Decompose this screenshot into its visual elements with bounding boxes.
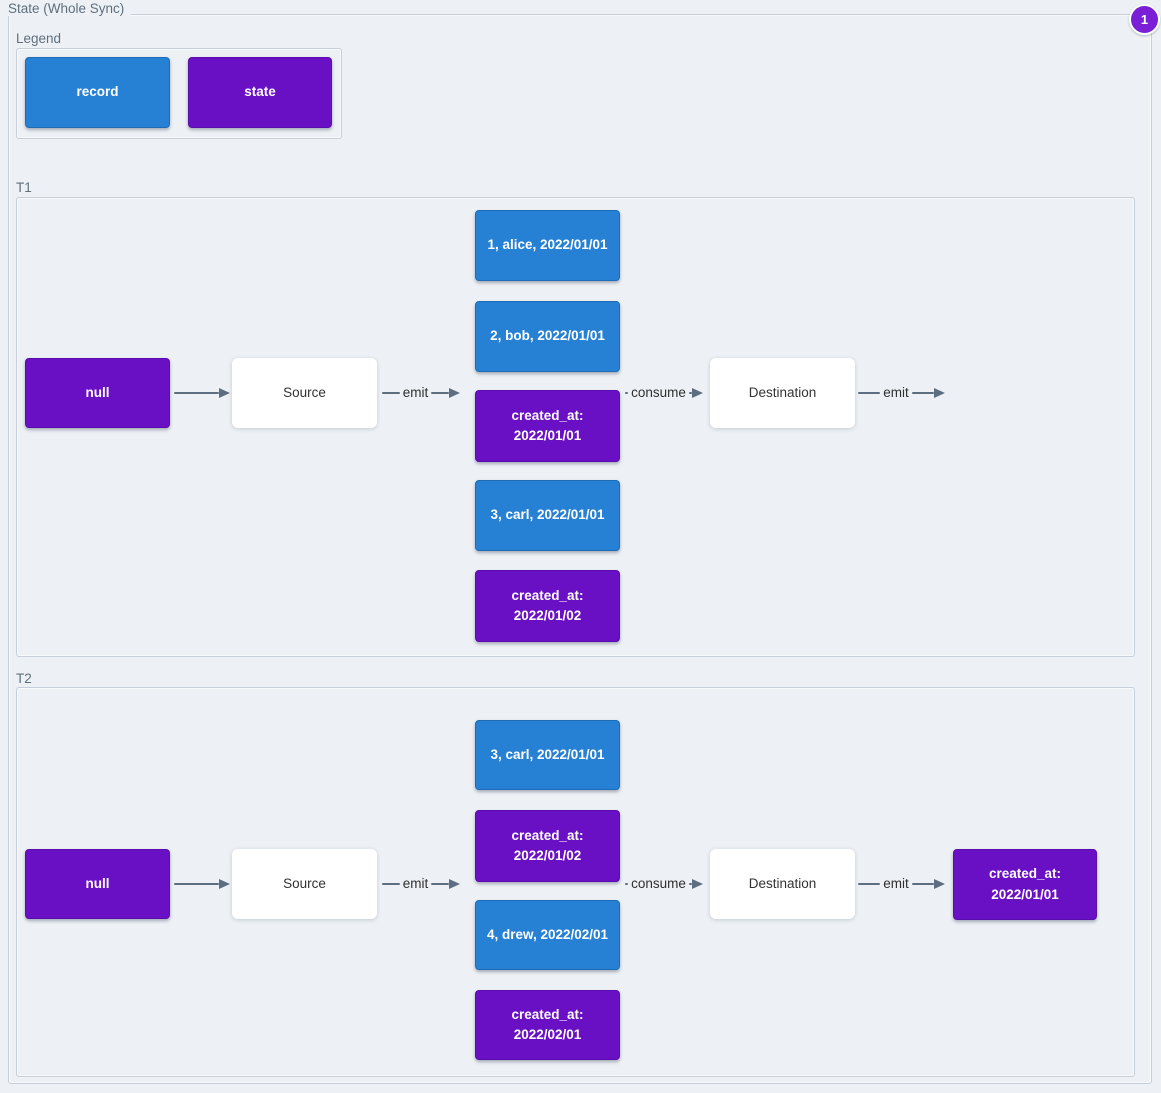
t1-record-0: 1, alice, 2022/01/01 [475,210,620,281]
arrow-line [382,883,400,885]
t2-record-1: created_at: 2022/01/02 [475,810,620,882]
t2-title: T2 [16,671,39,686]
arrow-line [431,392,450,394]
t2-consume-arrow: consume [625,876,703,891]
t1-destination-node: Destination [710,358,855,428]
arrow-head-icon [934,388,946,398]
t2-record-0: 3, carl, 2022/01/01 [475,720,620,790]
legend-group [16,48,342,139]
arrow-line [858,392,881,394]
arrow-head-icon [449,879,461,889]
t2-record-2: 4, drew, 2022/02/01 [475,900,620,970]
t2-destination-node: Destination [710,849,855,919]
annotation-badge[interactable]: 1 [1129,4,1160,35]
t1-emit-label: emit [402,385,429,400]
t1-null-node: null [25,358,170,428]
t2-null-node: null [25,849,170,919]
legend-title: Legend [16,31,69,46]
legend-state-node: state [188,57,332,128]
arrow-line [174,392,219,394]
arrow-line [911,883,935,885]
t2-emit-out-arrow: emit [858,876,946,891]
t1-title: T1 [16,180,39,195]
t1-source-node: Source [232,358,377,428]
t1-emit-out-arrow: emit [858,385,946,400]
arrow-head-icon [449,388,461,398]
arrow-head-icon [692,879,703,889]
t2-emitted-state-node: created_at: 2022/01/01 [953,849,1097,920]
legend-record-node: record [25,57,170,128]
t1-emit-arrow: emit [382,385,461,400]
t2-emit-label: emit [402,876,429,891]
arrow-head-icon [934,879,946,889]
arrow-head-icon [692,388,703,398]
arrow-line [431,883,450,885]
t2-emit-out-label: emit [883,876,909,891]
t1-consume-arrow: consume [625,385,703,400]
arrow-line [911,392,935,394]
t2-null-source-arrow [174,878,230,890]
t1-record-1: 2, bob, 2022/01/01 [475,301,620,372]
t2-record-3: created_at: 2022/02/01 [475,990,620,1060]
arrow-head-icon [219,879,230,889]
t1-consume-label: consume [631,385,686,400]
arrow-line [858,883,881,885]
arrow-line [625,883,629,885]
outer-group [8,14,1152,1084]
diagram-title: State (Whole Sync) [8,1,132,16]
t1-null-source-arrow [174,387,230,399]
t1-record-4: created_at: 2022/01/02 [475,570,620,642]
t1-record-3: 3, carl, 2022/01/01 [475,480,620,551]
arrow-line [382,392,400,394]
arrow-line [688,883,692,885]
t2-group [16,687,1135,1077]
t1-emit-out-label: emit [883,385,909,400]
t2-emit-arrow: emit [382,876,461,891]
arrow-head-icon [219,388,230,398]
t2-source-node: Source [232,849,377,919]
arrow-line [625,392,629,394]
arrow-line [688,392,692,394]
arrow-line [174,883,219,885]
t1-record-2: created_at: 2022/01/01 [475,390,620,462]
t2-consume-label: consume [631,876,686,891]
t1-group [16,197,1135,657]
